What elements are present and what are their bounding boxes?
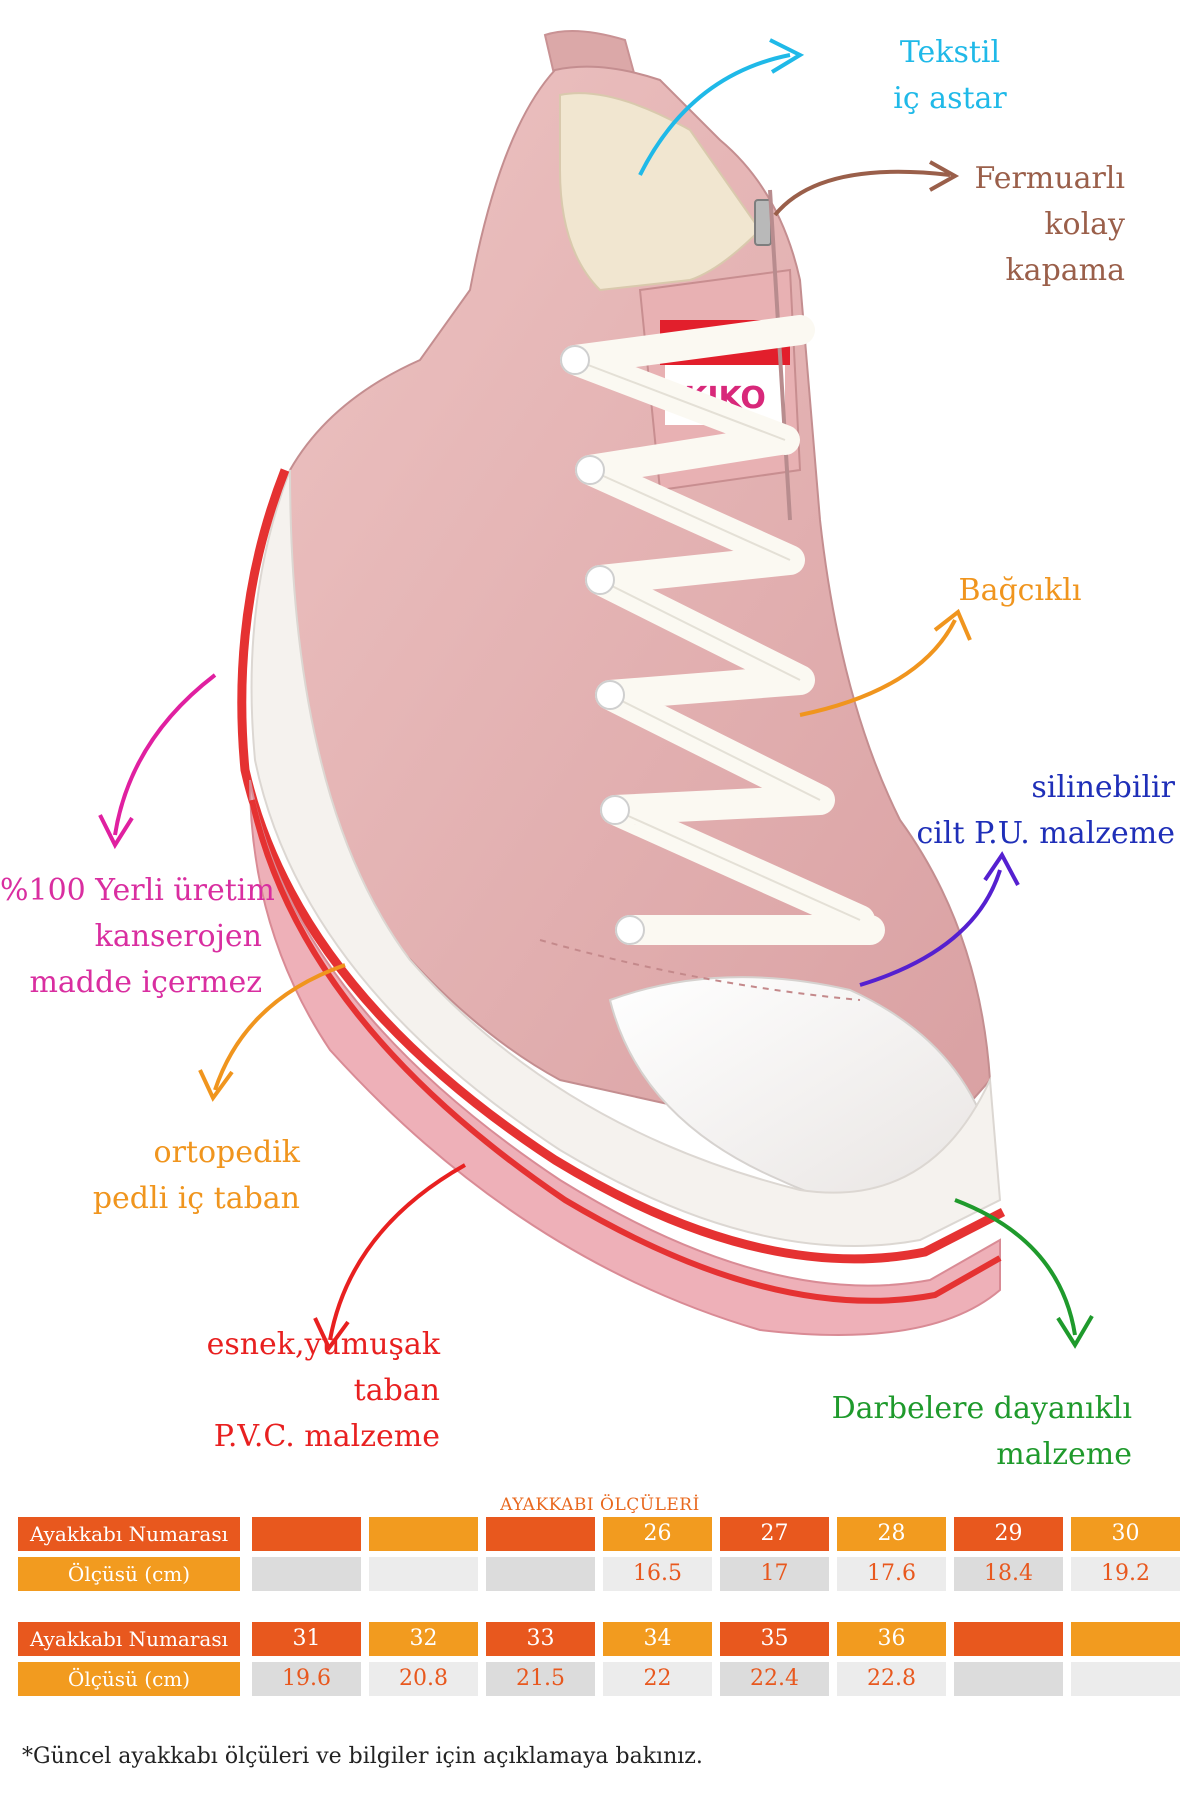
cyan-arrow-icon [638, 38, 805, 176]
callout-line: %100 Yerli üretim [0, 873, 275, 908]
callout-line: silinebilir [1031, 770, 1175, 805]
orange-arrow-icon [799, 608, 972, 717]
size-cell: 28 [837, 1517, 946, 1551]
callout-line: Darbelere dayanıklı [831, 1391, 1132, 1426]
callout-line: taban [353, 1373, 440, 1408]
size-cell [954, 1622, 1063, 1656]
size-cell: 30 [1071, 1517, 1180, 1551]
callout-line: Fermuarlı [974, 161, 1125, 196]
row-label: Ölçüsü (cm) [18, 1662, 240, 1696]
row-label: Ayakkabı Numarası [18, 1622, 240, 1656]
row-label: Ayakkabı Numarası [18, 1517, 240, 1551]
eyelets [560, 345, 645, 945]
callout-line: Bağcıklı [958, 573, 1082, 608]
size-cell: 19.2 [1071, 1557, 1180, 1591]
size-row-number: Ayakkabı Numarası 26 27 28 29 30 [18, 1517, 1186, 1551]
size-cell: 22.8 [837, 1662, 946, 1696]
size-cell: 17.6 [837, 1557, 946, 1591]
footnote: *Güncel ayakkabı ölçüleri ve bilgiler iç… [22, 1744, 703, 1769]
size-cell: 27 [720, 1517, 829, 1551]
callout-zipper: Fermuarlı kolay kapama [920, 156, 1125, 294]
size-cell: 29 [954, 1517, 1063, 1551]
callout-local: %100 Yerli üretim kanserojen madde içerm… [0, 868, 275, 1006]
callout-line: pedli iç taban [92, 1181, 300, 1216]
sole-red-stripe [237, 468, 1006, 1264]
callout-lining: Tekstil iç astar [860, 30, 1040, 122]
zipper-track [768, 189, 792, 521]
size-cell: 33 [486, 1622, 595, 1656]
laces-group [560, 315, 885, 945]
sole-white-band [250, 469, 1002, 1247]
size-cell: 16.5 [603, 1557, 712, 1591]
callout-line: kolay [1044, 207, 1125, 242]
size-cell: 17 [720, 1557, 829, 1591]
blue-arrow-icon [859, 851, 1020, 987]
size-cell: 34 [603, 1622, 712, 1656]
size-cell [954, 1662, 1063, 1696]
row-label: Ölçüsü (cm) [18, 1557, 240, 1591]
size-cell [369, 1517, 478, 1551]
size-cell: 22 [603, 1662, 712, 1696]
size-row-number: Ayakkabı Numarası 31 32 33 34 35 36 [18, 1622, 1186, 1656]
size-cell: 22.4 [720, 1662, 829, 1696]
size-cell [369, 1557, 478, 1591]
collar-lining [559, 92, 762, 292]
orange-arrow-icon [198, 963, 346, 1102]
size-cell [486, 1557, 595, 1591]
size-cell: 35 [720, 1622, 829, 1656]
callout-line: malzeme [996, 1437, 1132, 1472]
brown-arrow-icon [773, 160, 960, 217]
size-cell [1071, 1662, 1180, 1696]
callout-laces: Bağcıklı [920, 568, 1120, 614]
callout-material: silinebilir cilt P.U. malzeme [880, 765, 1175, 857]
size-cell: 18.4 [954, 1557, 1063, 1591]
callout-line: cilt P.U. malzeme [916, 816, 1175, 851]
size-cell [486, 1517, 595, 1551]
sole-pink-outsole [249, 779, 1001, 1336]
size-cell [252, 1517, 361, 1551]
size-row-cm: Ölçüsü (cm) 19.6 20.8 21.5 22 22.4 22.8 [18, 1662, 1186, 1696]
sneaker-illustration: KIKO [98, 30, 1094, 1352]
callout-line: Tekstil [899, 35, 1001, 70]
callout-line: kanserojen [94, 919, 262, 954]
size-cell: 21.5 [486, 1662, 595, 1696]
callout-line: madde içermez [29, 965, 262, 1000]
size-cell [1071, 1622, 1180, 1656]
size-cell: 32 [369, 1622, 478, 1656]
callout-line: iç astar [893, 81, 1007, 116]
size-cell: 19.6 [252, 1662, 361, 1696]
callout-insole: ortopedik pedli iç taban [40, 1130, 300, 1222]
size-chart-title: AYAKKABI ÖLÇÜLERİ [500, 1495, 700, 1515]
size-cell [252, 1557, 361, 1591]
size-row-cm: Ölçüsü (cm) 16.5 17 17.6 18.4 19.2 [18, 1557, 1186, 1591]
red-arrow-icon [313, 1163, 466, 1352]
size-cell: 36 [837, 1622, 946, 1656]
size-cell: 31 [252, 1622, 361, 1656]
green-arrow-icon [954, 1198, 1094, 1349]
callout-line: P.V.C. malzeme [213, 1419, 440, 1454]
callout-line: ortopedik [153, 1135, 300, 1170]
callout-impact: Darbelere dayanıklı malzeme [820, 1386, 1132, 1478]
size-cell: 26 [603, 1517, 712, 1551]
callout-line: kapama [1005, 253, 1126, 288]
zipper-pull [754, 199, 772, 246]
size-cell: 20.8 [369, 1662, 478, 1696]
callout-line: esnek,yumuşak [206, 1327, 440, 1362]
magenta-arrow-icon [98, 673, 217, 850]
callout-sole: esnek,yumuşak taban P.V.C. malzeme [170, 1322, 440, 1460]
sole-red-stripe-lower [249, 799, 1002, 1304]
